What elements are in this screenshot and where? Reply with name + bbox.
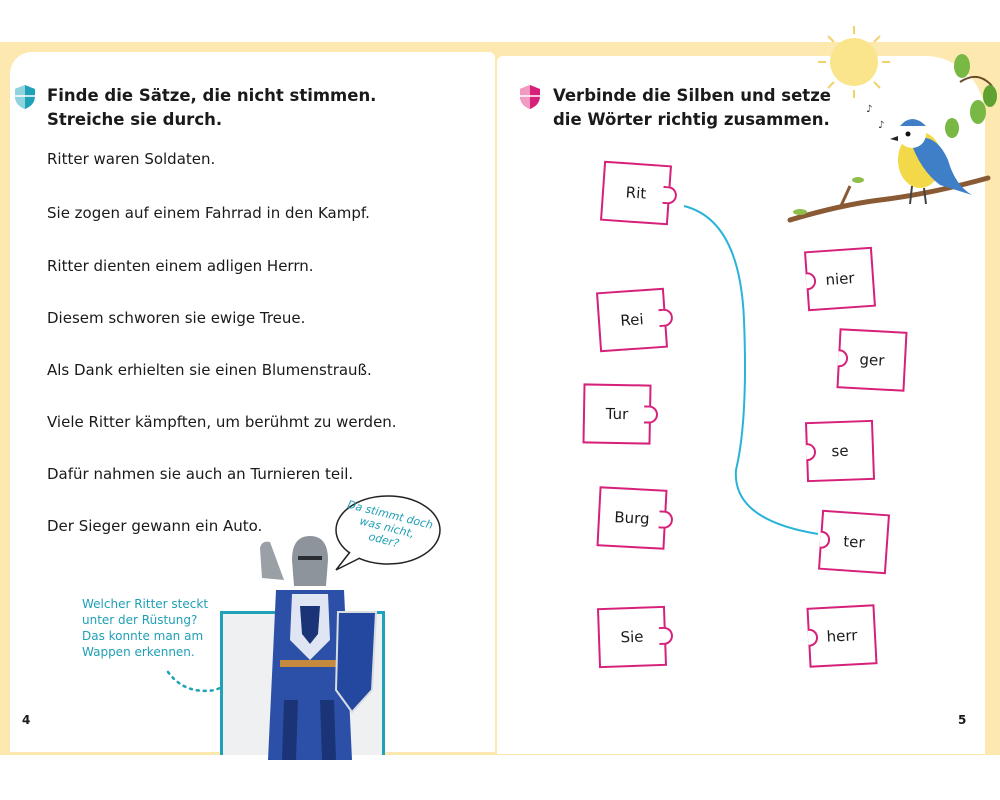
syllable-tile-ger[interactable]: ger xyxy=(836,328,908,392)
syllable-tile-tur[interactable]: Tur xyxy=(582,383,652,445)
hint-text: Welcher Ritter steckt unter der Rüstung?… xyxy=(82,597,209,659)
syllable-label: Rei xyxy=(619,310,645,330)
shield-icon xyxy=(15,85,35,109)
syllable-label: ger xyxy=(859,350,885,370)
syllable-label: Sie xyxy=(620,627,644,647)
knight-photo-frame xyxy=(220,611,385,755)
sentence-5[interactable]: Als Dank erhielten sie einen Blumenstrau… xyxy=(47,361,372,379)
syllable-tile-ter[interactable]: ter xyxy=(817,509,891,575)
syllable-label: herr xyxy=(826,626,858,646)
shield-icon xyxy=(520,85,540,109)
syllable-tile-rei[interactable]: Rei xyxy=(595,287,669,353)
syllable-tile-se[interactable]: se xyxy=(804,419,876,483)
syllable-tile-burg[interactable]: Burg xyxy=(596,486,668,550)
sentence-2[interactable]: Sie zogen auf einem Fahrrad in den Kampf… xyxy=(47,204,370,222)
syllable-label: Tur xyxy=(605,404,629,424)
sentence-7[interactable]: Dafür nahmen sie auch an Turnieren teil. xyxy=(47,465,354,483)
sentence-8[interactable]: Der Sieger gewann ein Auto. xyxy=(47,517,263,535)
syllable-tile-herr[interactable]: herr xyxy=(806,604,878,668)
right-page xyxy=(497,56,985,754)
syllable-tile-nier[interactable]: nier xyxy=(803,246,877,312)
syllable-tile-sie[interactable]: Sie xyxy=(596,605,668,669)
exercise-heading-left: Finde die Sätze, die nicht stimmen. Stre… xyxy=(47,86,377,129)
syllable-label: Burg xyxy=(613,508,651,528)
syllable-label: ter xyxy=(842,532,866,552)
page-number-right: 5 xyxy=(958,713,967,727)
page-number-left: 4 xyxy=(22,713,31,727)
sentence-3[interactable]: Ritter dienten einem adligen Herrn. xyxy=(47,257,314,275)
sentence-4[interactable]: Diesem schworen sie ewige Treue. xyxy=(47,309,306,327)
syllable-label: Rit xyxy=(625,183,647,203)
syllable-label: nier xyxy=(824,269,856,289)
syllable-label: se xyxy=(831,441,849,461)
syllable-tile-rit[interactable]: Rit xyxy=(599,160,673,226)
sentence-1[interactable]: Ritter waren Soldaten. xyxy=(47,150,216,168)
exercise-heading-right: Verbinde die Silben und setze die Wörter… xyxy=(553,86,831,129)
sentence-6[interactable]: Viele Ritter kämpften, um berühmt zu wer… xyxy=(47,413,397,431)
